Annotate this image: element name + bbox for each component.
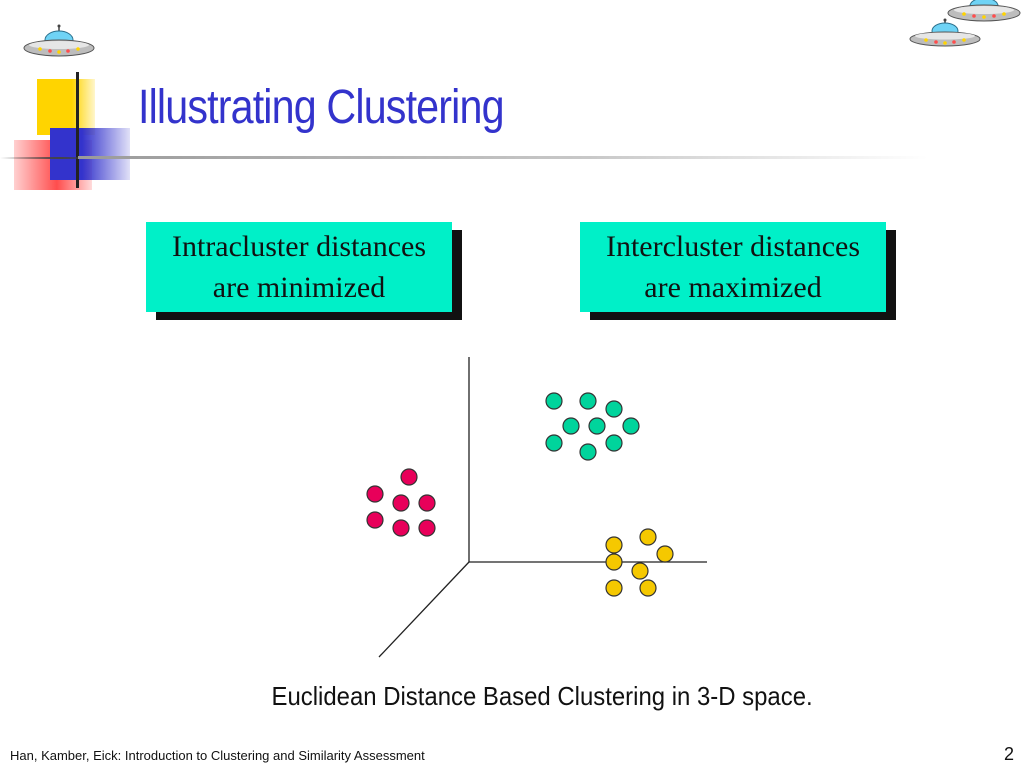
green-point bbox=[588, 417, 606, 435]
green-point bbox=[605, 434, 623, 452]
red-cluster bbox=[366, 468, 436, 537]
deco-blue-square bbox=[50, 128, 130, 180]
red-point bbox=[400, 468, 418, 486]
green-cluster bbox=[545, 392, 640, 461]
yellow-point bbox=[639, 528, 657, 546]
yellow-point bbox=[605, 579, 623, 597]
red-point bbox=[418, 494, 436, 512]
intracluster-line1: Intracluster distances bbox=[171, 230, 427, 263]
ufo-icon bbox=[909, 18, 981, 47]
ufo-icon bbox=[947, 0, 1021, 22]
yellow-point bbox=[605, 553, 623, 571]
intracluster-line2: are minimized bbox=[212, 271, 386, 304]
yellow-point bbox=[639, 579, 657, 597]
red-point bbox=[392, 494, 410, 512]
green-point bbox=[579, 443, 597, 461]
green-point bbox=[562, 417, 580, 435]
diagram-caption: Euclidean Distance Based Clustering in 3… bbox=[271, 681, 813, 711]
deco-horizontal-line bbox=[0, 157, 100, 159]
green-point bbox=[622, 417, 640, 435]
slide-footer: Han, Kamber, Eick: Introduction to Clust… bbox=[10, 748, 425, 763]
yellow-point bbox=[605, 536, 623, 554]
yellow-point bbox=[656, 545, 674, 563]
red-point bbox=[366, 485, 384, 503]
ufo-icon bbox=[23, 24, 95, 57]
deco-vertical-line bbox=[76, 72, 79, 188]
page-number: 2 bbox=[1003, 744, 1014, 764]
yellow-point bbox=[631, 562, 649, 580]
intercluster-line1: Intercluster distances bbox=[605, 230, 861, 263]
green-point bbox=[605, 400, 623, 418]
intercluster-callout: Intercluster distances are maximized bbox=[580, 222, 886, 312]
red-point bbox=[366, 511, 384, 529]
title-underline bbox=[78, 156, 928, 159]
yellow-cluster bbox=[605, 528, 674, 597]
green-point bbox=[545, 434, 563, 452]
axis-depth bbox=[378, 561, 470, 658]
intracluster-callout: Intracluster distances are minimized bbox=[146, 222, 452, 312]
intercluster-line2: are maximized bbox=[644, 271, 822, 304]
green-point bbox=[579, 392, 597, 410]
red-point bbox=[418, 519, 436, 537]
deco-yellow-square bbox=[37, 79, 95, 135]
red-point bbox=[392, 519, 410, 537]
slide-title: Illustrating Clustering bbox=[138, 81, 505, 134]
green-point bbox=[545, 392, 563, 410]
